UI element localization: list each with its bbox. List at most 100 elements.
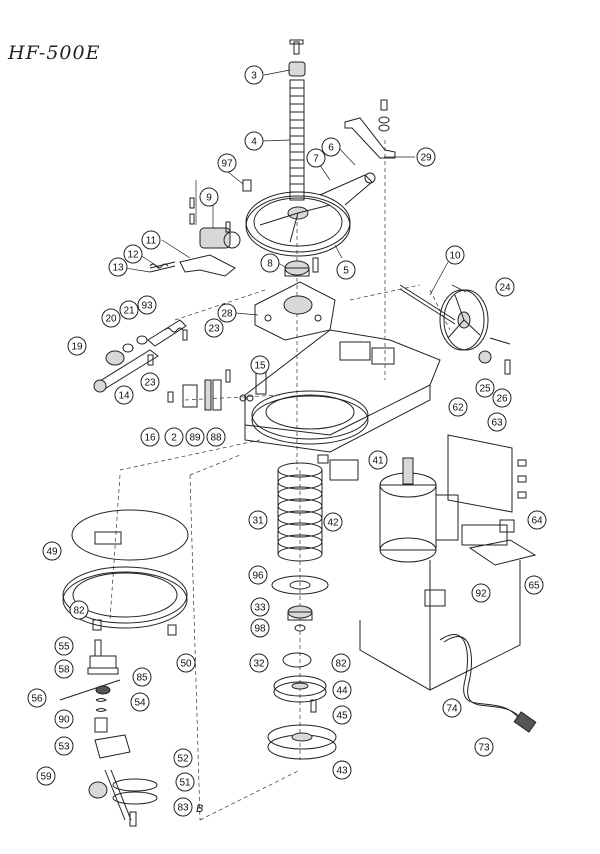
callout-bubbles: 3456789101112131415161920212232324252628… — [27, 65, 547, 817]
callout-c45-circle — [332, 705, 352, 725]
callout-c23b-circle — [140, 372, 160, 392]
spindle-assembly — [288, 39, 306, 201]
callout-c85-circle — [132, 667, 152, 687]
callout-c3-label: 3 — [251, 71, 257, 82]
annotation-b: B — [196, 803, 203, 815]
callout-c82b-label: 82 — [335, 659, 347, 670]
callout-c28-label: 28 — [221, 309, 233, 320]
callout-c15-label: 15 — [254, 361, 266, 372]
callout-c50-label: 50 — [180, 659, 192, 670]
callout-c88-circle — [206, 427, 226, 447]
left-shaft-assembly — [93, 319, 188, 393]
hub-and-plate — [254, 257, 336, 341]
callout-c51-label: 51 — [179, 778, 191, 789]
top-bracket — [344, 99, 396, 159]
callout-c92-circle — [471, 583, 491, 603]
callout-c32-label: 32 — [253, 659, 265, 670]
small-motor-linkage — [149, 197, 241, 277]
callout-c64-circle — [527, 510, 547, 530]
callout-c98-label: 98 — [254, 624, 266, 635]
part-97-block — [242, 179, 252, 192]
callout-c31-circle — [248, 510, 268, 530]
callout-c90-label: 90 — [58, 715, 70, 726]
callout-c42-circle — [323, 512, 343, 532]
callout-c58-label: 58 — [58, 665, 70, 676]
callout-c82a-circle — [69, 600, 89, 620]
callout-c33-circle — [250, 597, 270, 617]
callout-c11-label: 11 — [146, 236, 157, 247]
callout-c43-circle — [332, 760, 352, 780]
callout-c56-circle — [27, 688, 47, 708]
main-motor — [317, 454, 459, 563]
callout-c11-circle — [141, 230, 161, 250]
leader-lines — [124, 69, 467, 373]
callout-c29-label: 29 — [420, 153, 432, 164]
callout-c65-label: 65 — [528, 581, 540, 592]
callout-c24-label: 24 — [499, 283, 511, 294]
callout-c28-circle — [217, 303, 237, 323]
callout-c3-circle — [244, 65, 264, 85]
large-pulley — [245, 172, 376, 257]
callout-c4-circle — [244, 131, 264, 151]
callout-c21-circle — [119, 300, 139, 320]
callout-c26-circle — [492, 388, 512, 408]
callout-c10-circle — [445, 245, 465, 265]
callout-c44-label: 44 — [336, 686, 348, 697]
callout-c8-label: 8 — [267, 259, 273, 270]
callout-c97-label: 97 — [221, 159, 233, 170]
callout-c31-label: 31 — [252, 516, 264, 527]
callout-c55-circle — [54, 636, 74, 656]
callout-c23b-label: 23 — [144, 378, 156, 389]
callout-c54-label: 54 — [134, 698, 146, 709]
callout-c49-circle — [42, 541, 62, 561]
electrical-panel — [447, 434, 537, 566]
callout-c59-label: 59 — [40, 772, 52, 783]
callout-c6-label: 6 — [328, 143, 334, 154]
callout-c96-circle — [248, 565, 268, 585]
callout-c58-circle — [54, 659, 74, 679]
callout-c59-circle — [36, 766, 56, 786]
callout-c49-label: 49 — [46, 547, 58, 558]
callout-c83-circle — [173, 797, 193, 817]
callout-c10-label: 10 — [449, 251, 461, 262]
callout-c63-label: 63 — [491, 418, 503, 429]
callout-c74-label: 74 — [446, 704, 458, 715]
callout-c32-circle — [249, 653, 269, 673]
power-cord — [439, 634, 537, 733]
callout-c54-circle — [130, 692, 150, 712]
lower-stack — [267, 575, 337, 760]
main-housing-top — [244, 329, 441, 453]
callout-c14-circle — [114, 385, 134, 405]
callout-c26-label: 26 — [496, 394, 508, 405]
callout-c73-circle — [474, 737, 494, 757]
callout-c82b-circle — [331, 653, 351, 673]
callout-c29-circle — [416, 147, 436, 167]
callout-c23a-circle — [204, 318, 224, 338]
callout-c15-circle — [250, 355, 270, 375]
round-tray — [62, 509, 189, 636]
callout-c25-circle — [475, 378, 495, 398]
callout-c5-circle — [336, 260, 356, 280]
callout-c20-label: 20 — [105, 314, 117, 325]
callout-c19-label: 19 — [71, 342, 83, 353]
callout-c23a-label: 23 — [208, 324, 220, 335]
callout-c14-label: 14 — [118, 391, 130, 402]
callout-c5-label: 5 — [343, 266, 349, 277]
callout-c62-label: 62 — [452, 403, 464, 414]
callout-c6-circle — [321, 137, 341, 157]
callout-c89-label: 89 — [189, 433, 201, 444]
callout-c21-label: 21 — [123, 306, 135, 317]
callout-c42-label: 42 — [327, 518, 339, 529]
coil-spring — [277, 462, 323, 562]
callout-c25-label: 25 — [479, 384, 491, 395]
callout-c65-circle — [524, 575, 544, 595]
callout-c53-label: 53 — [58, 742, 70, 753]
callout-c92-label: 92 — [475, 589, 487, 600]
callout-c24-circle — [495, 277, 515, 297]
callout-c90-circle — [54, 709, 74, 729]
callout-c41-label: 41 — [372, 456, 384, 467]
lower-housing — [359, 560, 521, 691]
callout-c53-circle — [54, 736, 74, 756]
callout-c8-circle — [260, 253, 280, 273]
